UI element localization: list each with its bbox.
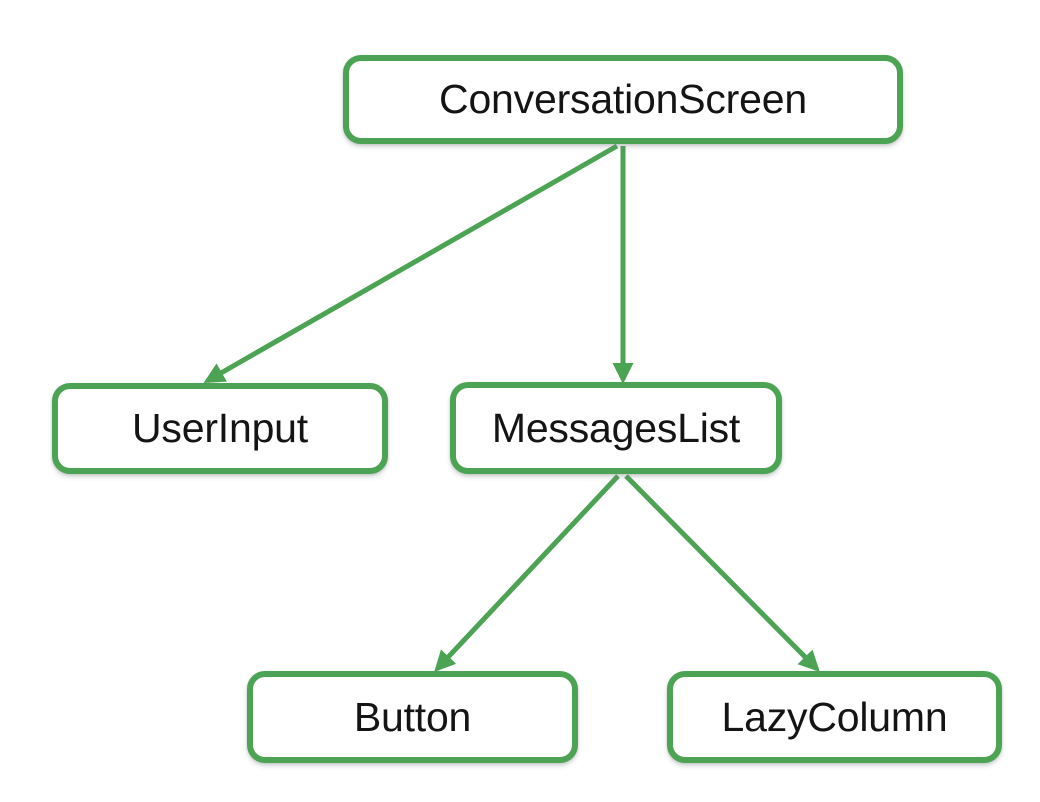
edge-messageslist-button: [434, 474, 620, 672]
edge-conversationscreen-userinput: [203, 143, 619, 384]
node-userinput[interactable]: UserInput: [52, 383, 388, 474]
node-label: UserInput: [132, 405, 308, 451]
node-label: MessagesList: [491, 404, 741, 451]
node-button[interactable]: Button: [247, 671, 578, 763]
node-messageslist[interactable]: MessagesList: [450, 382, 782, 474]
node-label: ConversationScreen: [439, 76, 807, 122]
node-conversationscreen[interactable]: ConversationScreen: [343, 55, 903, 144]
node-label: Button: [353, 693, 472, 740]
node-label: LazyColumn: [721, 693, 948, 740]
edge-messageslist-lazycolumn: [624, 474, 820, 672]
node-lazycolumn[interactable]: LazyColumn: [667, 671, 1002, 763]
